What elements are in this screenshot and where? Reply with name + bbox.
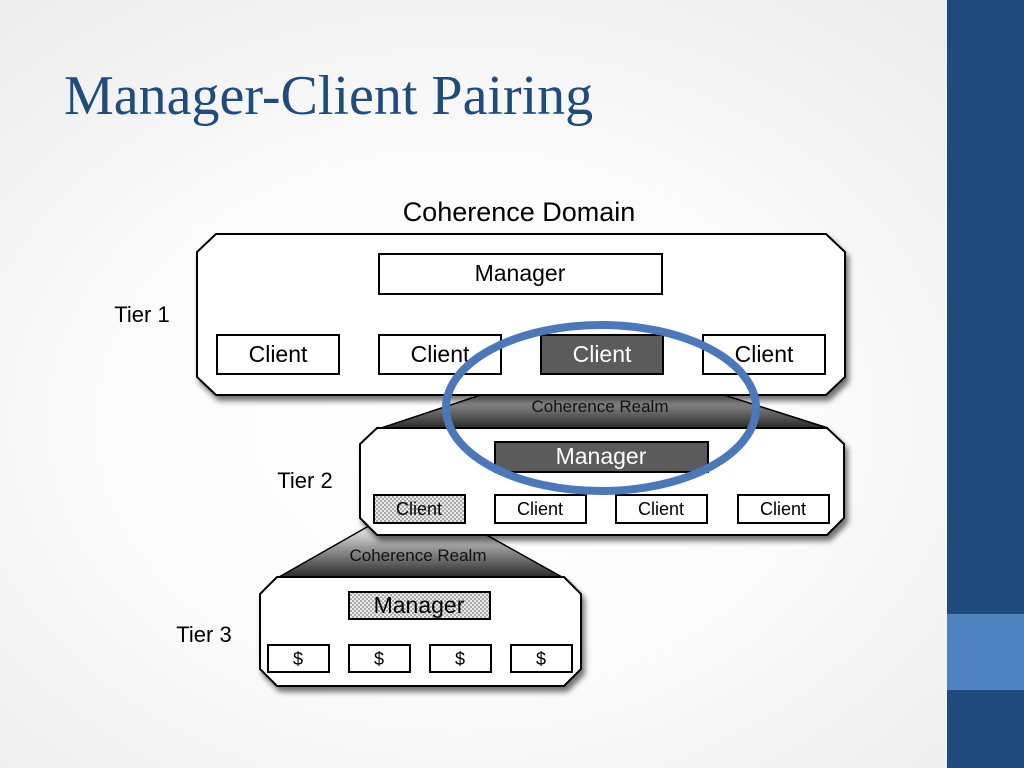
highlight-ellipse (442, 321, 760, 495)
tier2-client-box (494, 494, 587, 524)
tier2-client-label: Client (517, 499, 563, 519)
tier1-client-box-highlighted (540, 334, 664, 375)
realm-2-left-edge (278, 522, 375, 578)
coherence-realm-label-1: Coherence Realm (531, 397, 668, 416)
tier2-client-box-dotted (373, 494, 466, 524)
tier1-label: Tier 1 (114, 302, 169, 327)
tier3-manager-label: Manager (374, 592, 465, 618)
tier2-manager-label: Manager (556, 443, 647, 469)
coherence-realm-funnel-1 (381, 374, 828, 428)
tier1-client-label: Client (735, 341, 794, 367)
tier1-container (196, 233, 846, 396)
tier3-label: Tier 3 (176, 622, 231, 647)
tier3-cache-label: $ (536, 649, 546, 669)
tier2-client-label: Client (396, 499, 442, 519)
tier2-client-box (615, 494, 708, 524)
tier3-container (259, 576, 582, 687)
tier3-cache-box (429, 644, 492, 673)
tier2-label: Tier 2 (277, 468, 332, 493)
sidebar-accent-block (947, 614, 1024, 690)
coherence-realm-label-2: Coherence Realm (349, 546, 486, 565)
tier3-cache-label: $ (455, 649, 465, 669)
tier1-client-label: Client (573, 341, 632, 367)
coherence-realm-funnel-2 (279, 523, 562, 577)
tier1-client-label: Client (411, 341, 470, 367)
tier3-cache-label: $ (293, 649, 303, 669)
tier3-cache-box (510, 644, 573, 673)
tier3-manager-box-dotted (348, 591, 491, 620)
tier1-manager-label: Manager (475, 260, 566, 286)
tier3-cache-box (267, 644, 330, 673)
slide-title: Manager-Client Pairing (64, 65, 594, 127)
tier1-client-box (216, 334, 340, 375)
tier3-cache-label: $ (374, 649, 384, 669)
tier1-manager-box (378, 253, 663, 295)
tier2-client-label: Client (760, 499, 806, 519)
tier2-client-label: Client (638, 499, 684, 519)
coherence-domain-label: Coherence Domain (403, 197, 636, 227)
tier3-cache-box (348, 644, 411, 673)
tier1-client-label: Client (249, 341, 308, 367)
tier2-manager-box-highlighted (494, 441, 709, 473)
tier2-client-box (737, 494, 830, 524)
